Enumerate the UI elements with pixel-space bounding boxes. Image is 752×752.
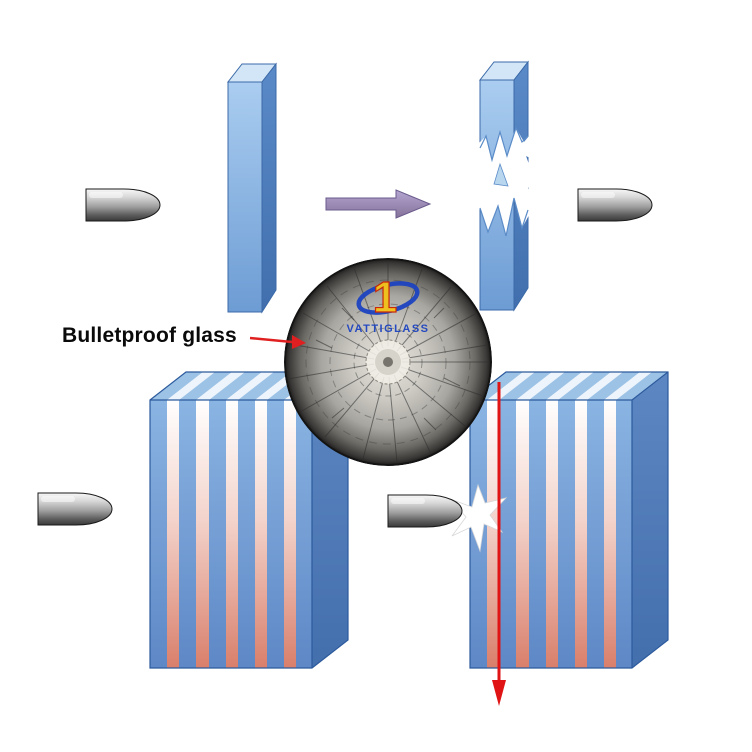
cracked-glass-photo: 1 VATTIGLASS (284, 258, 492, 466)
trajectory-arrow-down-icon (492, 382, 506, 706)
bullet-impact-center (365, 339, 411, 385)
vattiglass-logo: 1 VATTIGLASS (346, 272, 429, 335)
logo-swoosh-icon (356, 281, 420, 315)
bullet-icon-top-right (577, 188, 653, 222)
glass-shard (493, 162, 509, 187)
glass-pane-intact (227, 63, 277, 313)
crack-lines (287, 263, 489, 463)
bullet-icon-bottom-left (37, 492, 113, 526)
pointer-arrow-right-icon (249, 335, 306, 349)
glass-pane-shattered (474, 61, 534, 311)
bullet-icon-bottom-right (387, 494, 463, 528)
arrow-right-icon (325, 189, 432, 219)
logo-number: 1 (373, 273, 397, 322)
logo-text: VATTIGLASS (346, 323, 429, 335)
bullet-icon-top-left (85, 188, 161, 222)
bulletproof-glass-label: Bulletproof glass (62, 324, 237, 347)
